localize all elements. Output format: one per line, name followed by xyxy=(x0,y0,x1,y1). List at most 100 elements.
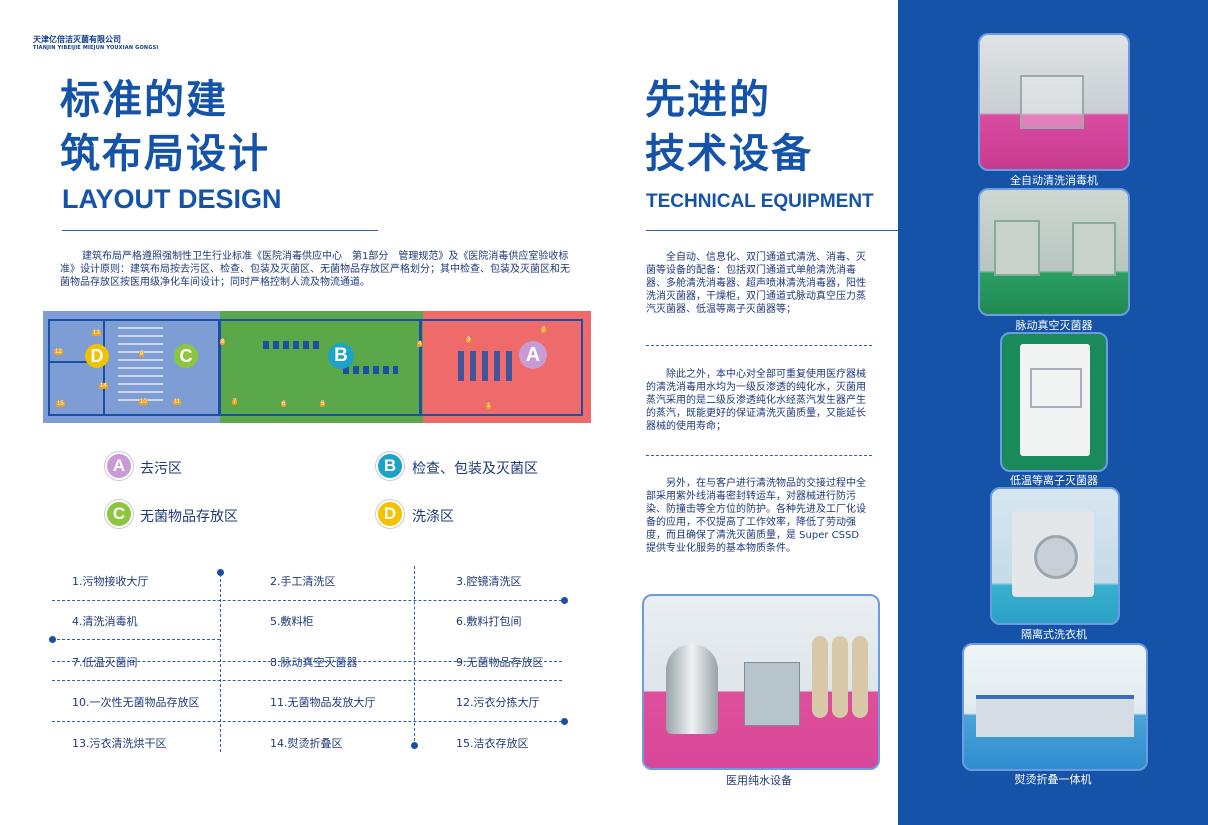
layout-intro: 建筑布局严格遵照强制性卫生行业标准《医院消毒供应中心 第1部分 管理规范》及《医… xyxy=(60,251,570,288)
map-number: 4 xyxy=(417,341,423,347)
legend-label-d: 洗涤区 xyxy=(412,509,454,525)
plasma-sterilizer xyxy=(1020,344,1090,456)
room-item: 6.敷料打包间 xyxy=(456,615,522,628)
water-equipment-caption: 医用纯水设备 xyxy=(726,774,792,787)
para-divider xyxy=(646,455,872,456)
room-list: 1.污物接收大厅 2.手工清洗区 3.腔镜清洗区 4.清洗消毒机 5.敷料柜 6… xyxy=(49,566,572,756)
room-item: 9.无菌物品存放区 xyxy=(456,656,544,669)
room-item: 11.无菌物品发放大厅 xyxy=(270,696,376,709)
room-item: 8.脉动真空灭菌器 xyxy=(270,656,358,669)
equipment-para-3: 另外，在与客户进行清洗物品的交接过程中全部采用紫外线消毒密封转运车，对器械进行防… xyxy=(646,478,866,554)
company-name-cn: 天津亿倍洁灭菌有限公司 xyxy=(33,35,121,44)
room-item: 2.手工清洗区 xyxy=(270,575,336,588)
legend-label-a: 去污区 xyxy=(140,461,182,477)
equipment-photo-4 xyxy=(990,487,1120,625)
row-divider xyxy=(52,639,220,640)
sterilizer-door xyxy=(994,220,1040,276)
company-name-en: TIANJIN YIBEIJIE MIEJUN YOUXIAN GONGSI xyxy=(33,45,159,51)
equipment-title-line1: 先进的 xyxy=(645,77,771,123)
floor-plan-wall xyxy=(419,319,422,416)
room-item: 12.污衣分拣大厅 xyxy=(456,696,540,709)
equipment-title-line2: 技术设备 xyxy=(645,131,813,177)
legend-badge-c: C xyxy=(105,500,133,528)
row-divider xyxy=(52,661,562,662)
room-item: 5.敷料柜 xyxy=(270,615,314,628)
filter-unit xyxy=(744,662,800,726)
map-number: 1 xyxy=(486,403,492,409)
map-number: 3 xyxy=(466,337,472,343)
map-number: 14 xyxy=(99,383,108,389)
workbenches xyxy=(343,366,398,374)
equipment-photo-1 xyxy=(978,33,1130,171)
grid-dot xyxy=(561,597,568,604)
layout-title-rule xyxy=(62,230,378,231)
shelves xyxy=(118,325,163,401)
sterilizer-window xyxy=(1030,368,1082,408)
grid-dot xyxy=(217,569,224,576)
equipment-caption-3: 低温等离子灭菌器 xyxy=(1010,474,1098,487)
equipment-caption-4: 隔离式洗衣机 xyxy=(1021,628,1087,641)
room-item: 10.一次性无菌物品存放区 xyxy=(72,696,200,709)
room-item: 7.低温灭菌间 xyxy=(72,656,138,669)
map-number: 7 xyxy=(232,399,238,405)
legend-label-b: 检查、包装及灭菌区 xyxy=(412,461,538,477)
row-divider xyxy=(52,721,562,722)
legend-badge-d: D xyxy=(376,500,404,528)
map-zone-b: B xyxy=(328,343,354,369)
equipment-photo-2 xyxy=(978,188,1130,316)
floor-plan: D C B A 1 2 3 4 5 6 7 8 9 10 11 12 13 14… xyxy=(43,311,591,423)
workbenches xyxy=(263,341,323,349)
ironing-machine xyxy=(976,695,1134,737)
room-item: 4.清洗消毒机 xyxy=(72,615,138,628)
grid-dot xyxy=(561,718,568,725)
floor-plan-wall xyxy=(103,319,105,416)
wash-stations xyxy=(458,351,518,381)
map-number: 9 xyxy=(139,351,145,357)
legend-label-c: 无菌物品存放区 xyxy=(140,509,238,525)
grid-divider xyxy=(414,566,415,746)
room-item: 14.熨烫折叠区 xyxy=(270,737,343,750)
map-number: 15 xyxy=(56,401,65,407)
room-item: 1.污物接收大厅 xyxy=(72,575,149,588)
equipment-caption-2: 脉动真空灭菌器 xyxy=(1015,319,1093,332)
grid-dot xyxy=(411,742,418,749)
map-number: 6 xyxy=(281,401,287,407)
washer-drum-window xyxy=(1034,535,1078,579)
equipment-caption-5: 熨烫折叠一体机 xyxy=(1014,773,1092,786)
floor-plan-wall xyxy=(218,319,221,416)
map-number: 12 xyxy=(54,349,63,355)
map-number: 13 xyxy=(92,330,101,336)
washing-machine xyxy=(1012,511,1094,597)
room-item: 15.洁衣存放区 xyxy=(456,737,529,750)
legend-badge-a: A xyxy=(105,452,133,480)
equipment-title-rule xyxy=(646,230,898,231)
map-number: 5 xyxy=(320,401,326,407)
equipment-photo-3 xyxy=(1000,332,1108,472)
washer-rack xyxy=(1020,75,1084,129)
legend-badge-b: B xyxy=(376,452,404,480)
equipment-caption-1: 全自动清洗消毒机 xyxy=(1010,174,1098,187)
room-item: 3.腔镜清洗区 xyxy=(456,575,522,588)
floor-plan-walls xyxy=(48,319,583,416)
map-number: 2 xyxy=(541,327,547,333)
sterilizer-door xyxy=(1072,222,1116,276)
room-item: 13.污衣清洗烘干区 xyxy=(72,737,167,750)
para-divider xyxy=(646,345,872,346)
row-divider xyxy=(52,600,562,601)
floor-plan-wall xyxy=(48,361,103,363)
equipment-title-en: TECHNICAL EQUIPMENT xyxy=(646,191,874,212)
grid-divider xyxy=(220,574,221,752)
map-number: 11 xyxy=(173,399,182,405)
layout-title-line1: 标准的建 xyxy=(60,77,228,123)
equipment-para-1: 全自动、信息化、双门通道式清洗、消毒、灭菌等设备的配备：包括双门通道式单舱清洗消… xyxy=(646,252,866,315)
equipment-photo-5 xyxy=(962,643,1148,771)
equipment-para-2: 除此之外，本中心对全部可重复使用医疗器械的清洗消毒用水均为一级反渗透的纯化水，灭… xyxy=(646,369,866,432)
map-zone-c: C xyxy=(174,344,198,368)
layout-title-line2: 筑布局设计 xyxy=(60,131,270,177)
map-zone-d: D xyxy=(85,344,109,368)
map-zone-a: A xyxy=(519,341,547,369)
filter-column xyxy=(832,636,848,718)
layout-title-en: LAYOUT DESIGN xyxy=(62,184,282,214)
grid-dot xyxy=(49,636,56,643)
water-equipment-photo xyxy=(642,594,880,770)
